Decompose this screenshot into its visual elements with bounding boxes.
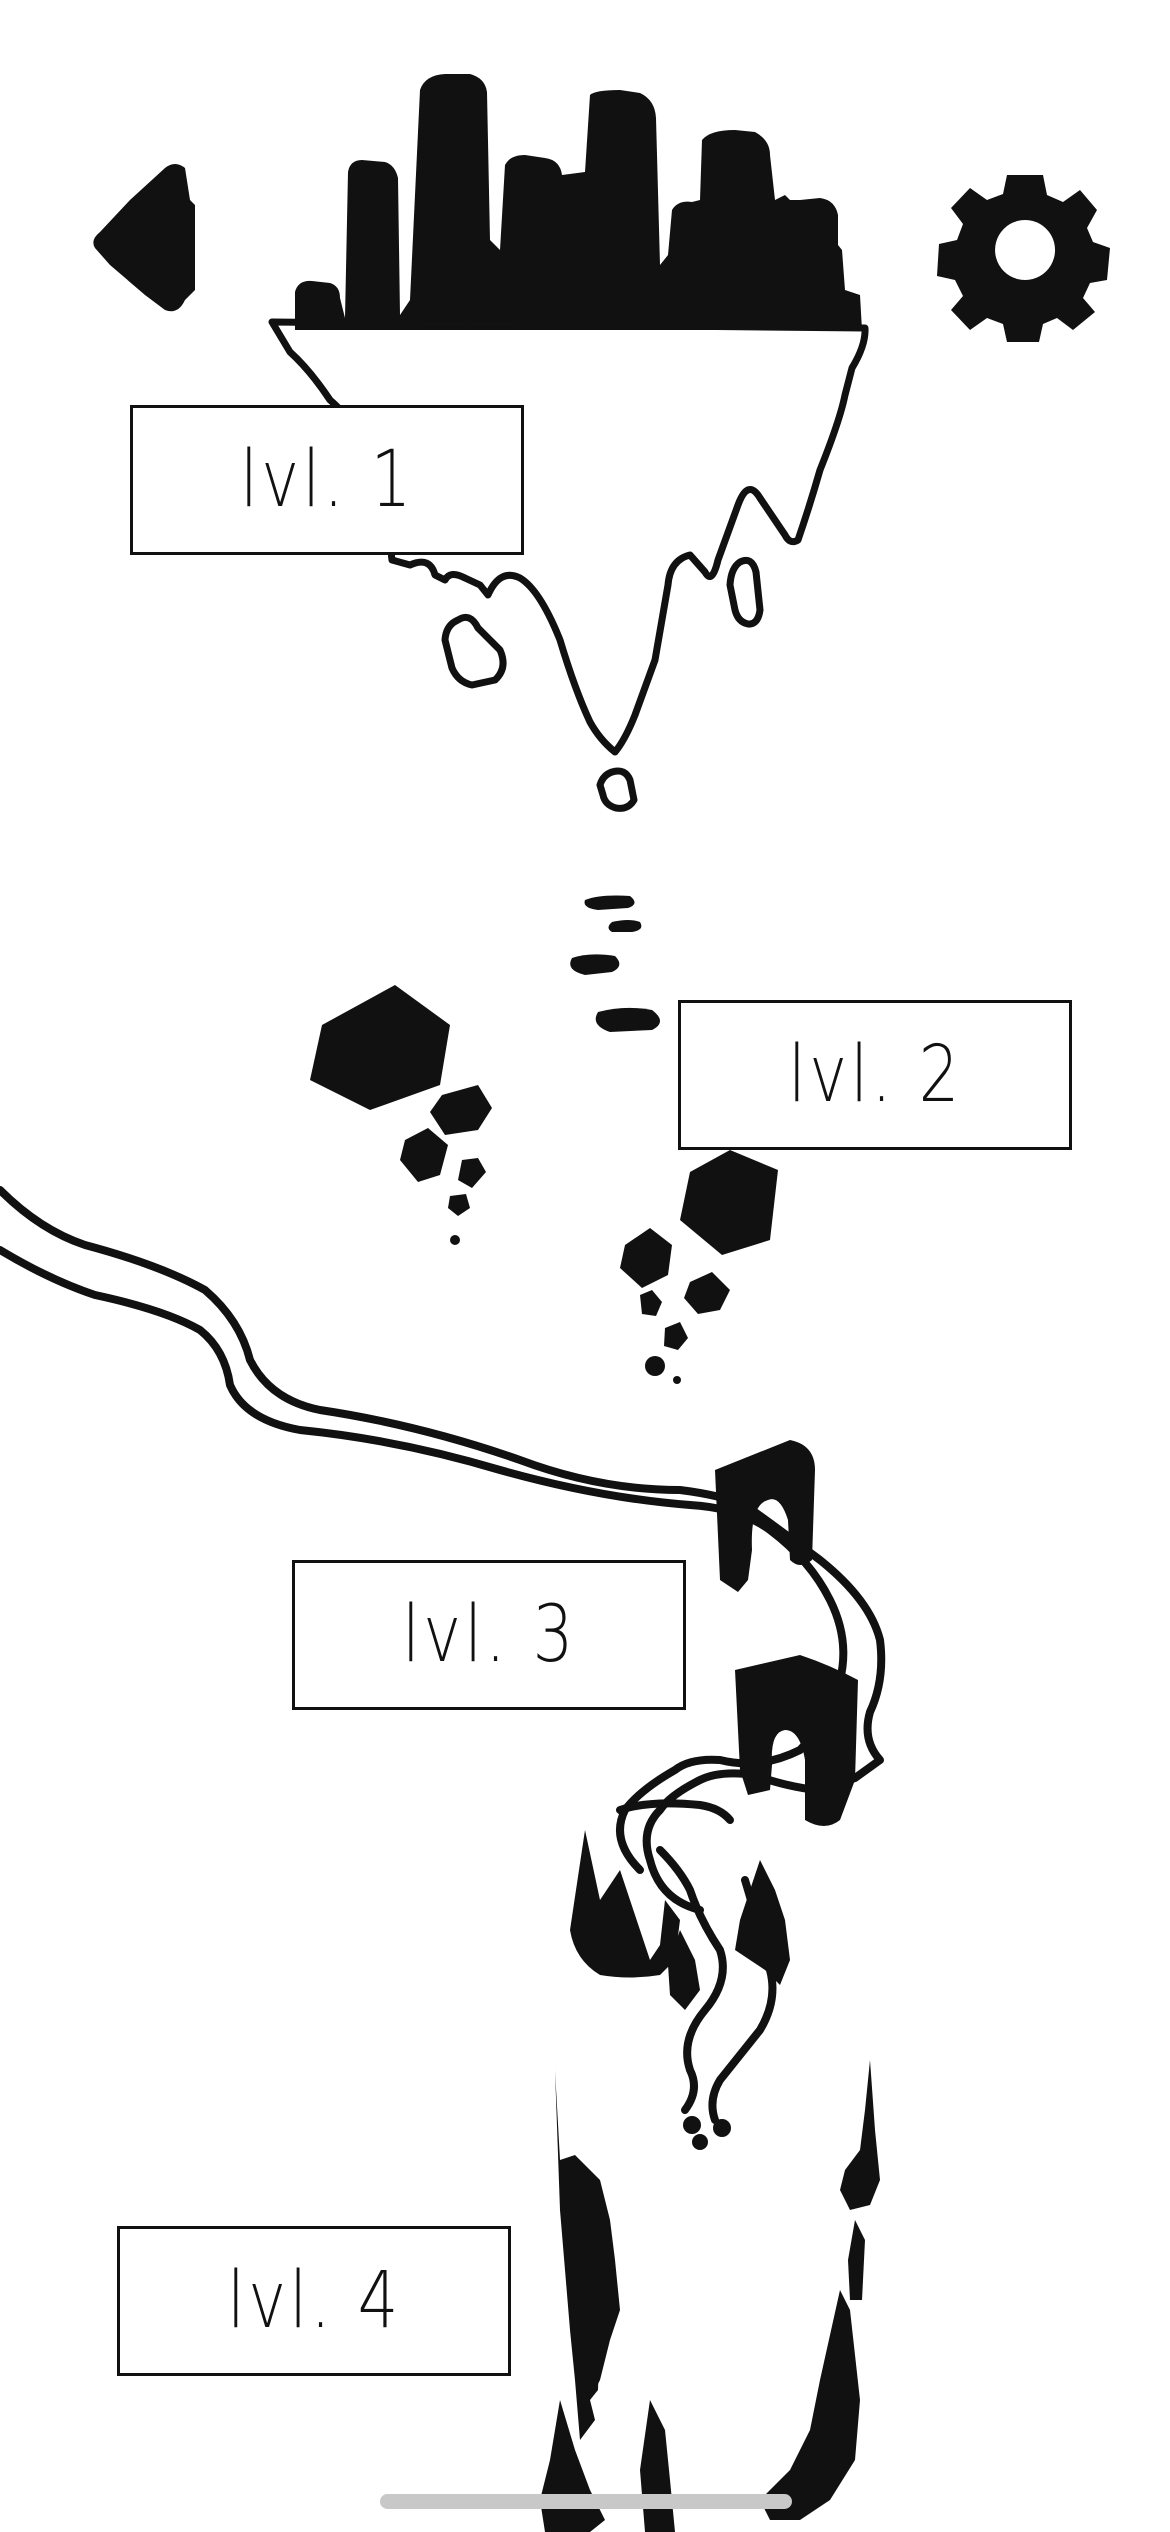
level-1-label: lvl. 1 [239,435,415,525]
level-4-label: lvl. 4 [226,2256,402,2346]
level-2-button[interactable]: lvl. 2 [678,1000,1072,1150]
back-arrow-icon [93,164,195,312]
settings-button[interactable]: gear-icon [925,150,1125,350]
stone-arches [715,1440,858,1826]
level-3-label: lvl. 3 [401,1590,577,1680]
floating-rocks [310,895,778,1384]
back-button[interactable]: back-arrow-icon [78,150,228,340]
level-4-button[interactable]: lvl. 4 [117,2226,511,2376]
level-3-button[interactable]: lvl. 3 [292,1560,686,1710]
level-1-button[interactable]: lvl. 1 [130,405,524,555]
home-indicator[interactable] [380,2494,792,2509]
level-2-label: lvl. 2 [787,1030,963,1120]
city-skyline [295,74,862,330]
gear-icon [937,175,1110,342]
